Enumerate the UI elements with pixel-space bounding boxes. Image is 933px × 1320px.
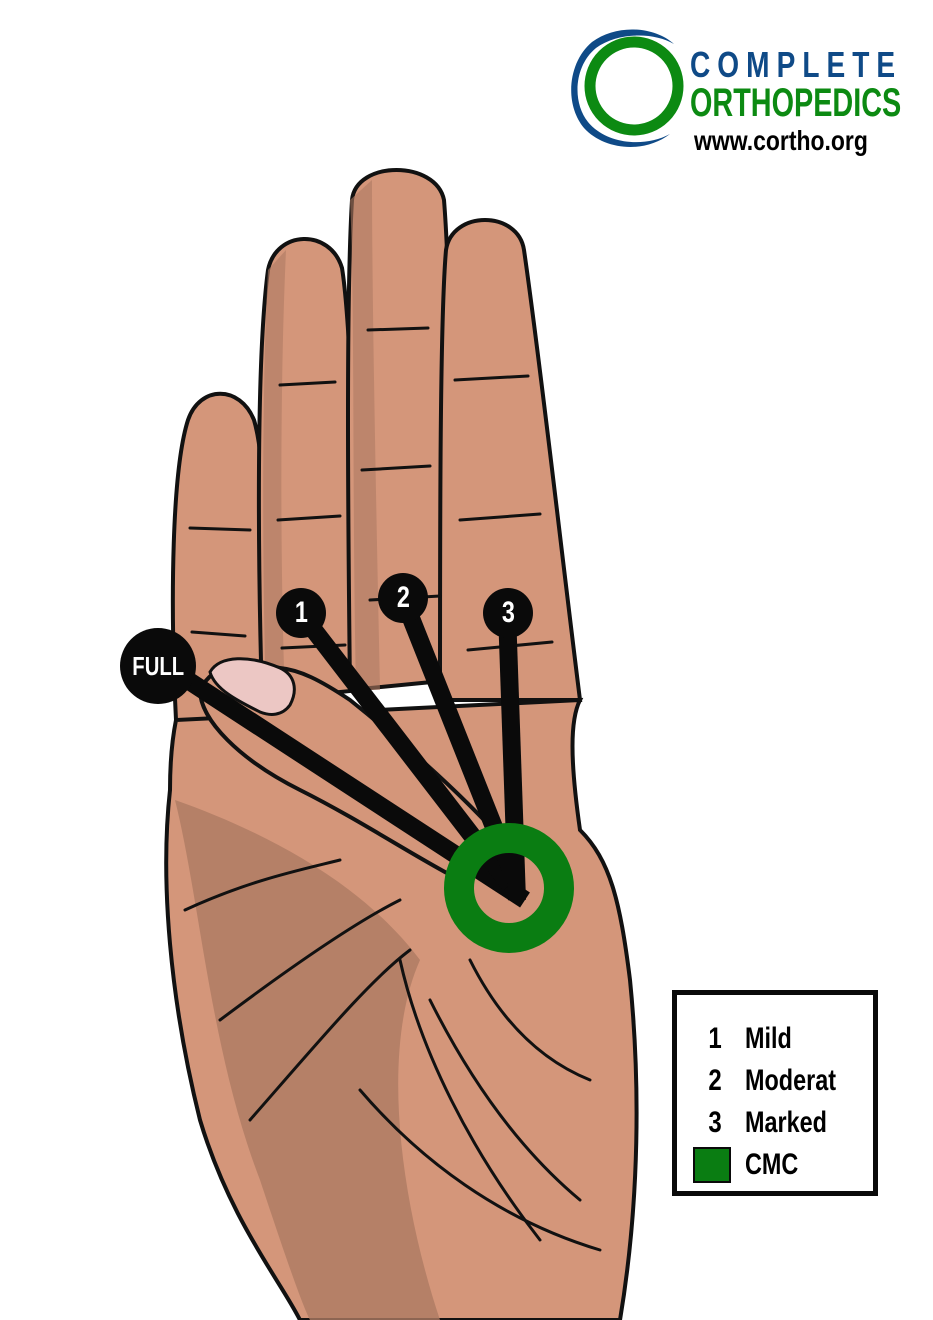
logo-title-orthopedics: ORTHOPEDICS	[690, 81, 902, 125]
legend-key: 1	[708, 1022, 722, 1055]
legend-label: Marked	[745, 1106, 827, 1139]
range-marker-2: 2	[378, 573, 428, 623]
legend-box: 1 Mild 2 Moderat 3 Marked CMC	[672, 990, 878, 1196]
logo-ring-icon	[571, 29, 684, 147]
range-marker-1: 1	[276, 588, 326, 638]
marker-label: FULL	[132, 650, 184, 681]
marker-label: 2	[396, 581, 410, 614]
cmc-color-swatch	[693, 1147, 731, 1183]
legend-key: 2	[708, 1064, 722, 1097]
logo-url: www.cortho.org	[694, 125, 868, 156]
marker-label: 1	[294, 596, 308, 629]
legend-label: Moderat	[745, 1064, 837, 1097]
thumb-nail	[208, 657, 296, 716]
marker-label: 3	[501, 596, 515, 629]
legend-label: Mild	[745, 1022, 792, 1055]
range-marker-full: FULL	[120, 628, 196, 704]
logo-title-complete: COMPLETE	[690, 44, 903, 85]
range-marker-3: 3	[483, 588, 533, 638]
legend-label: CMC	[745, 1148, 799, 1181]
cmc-joint-ring	[444, 823, 574, 953]
legend-key: 3	[708, 1106, 722, 1139]
complete-orthopedics-logo: COMPLETE ORTHOPEDICS www.cortho.org	[562, 22, 912, 156]
